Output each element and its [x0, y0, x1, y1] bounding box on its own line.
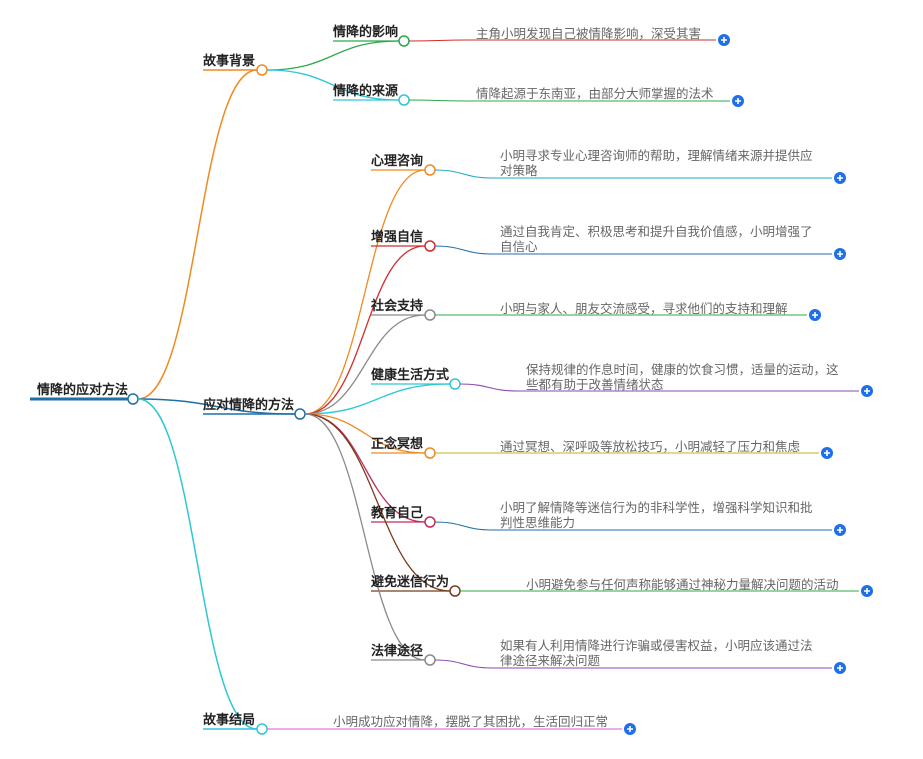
plus-circle-icon[interactable] [834, 172, 846, 184]
description-text[interactable]: 情降起源于东南亚，由部分大师掌握的法术 [476, 86, 714, 101]
child-node[interactable] [424, 164, 436, 176]
description-connector [434, 659, 493, 669]
plus-circle-icon[interactable] [809, 309, 821, 321]
description-text[interactable]: 小明成功应对情降，摆脱了其困扰，生活回归正常 [333, 714, 609, 729]
branch-connector [137, 69, 258, 400]
description-text[interactable]: 通过冥想、深呼吸等放松技巧，小明减轻了压力和焦虑 [500, 439, 801, 454]
plus-circle-icon[interactable] [718, 34, 730, 46]
child-connector [304, 383, 451, 415]
child-node[interactable] [424, 447, 436, 459]
description-text[interactable]: 判性思维能力 [500, 515, 576, 530]
child-node[interactable] [398, 94, 410, 106]
plus-circle-icon[interactable] [834, 524, 846, 536]
plus-circle-icon[interactable] [861, 585, 873, 597]
child-node[interactable] [424, 309, 436, 321]
branch-connector [137, 398, 258, 730]
child-connector [304, 413, 426, 661]
plus-circle-icon[interactable] [834, 662, 846, 674]
description-connector [434, 245, 493, 255]
child-topic[interactable]: 情降的影响 [333, 25, 399, 40]
description-connector [434, 169, 493, 179]
child-topic[interactable]: 情降的来源 [333, 84, 399, 99]
child-connector [266, 69, 400, 101]
child-topic[interactable]: 健康生活方式 [371, 368, 450, 383]
description-text[interactable]: 通过自我肯定、积极思考和提升自我价值感，小明增强了 [500, 224, 813, 239]
child-node[interactable] [424, 516, 436, 528]
child-connector [266, 40, 400, 71]
branch-topic[interactable]: 应对情降的方法 [203, 398, 295, 413]
description-text[interactable]: 小明寻求专业心理咨询师的帮助，理解情绪来源并提供应 [500, 148, 813, 163]
child-topic[interactable]: 增强自信 [371, 230, 424, 245]
child-topic[interactable]: 避免迷信行为 [371, 575, 450, 590]
description-connector [434, 521, 493, 531]
branch-node[interactable] [294, 408, 306, 420]
child-topic[interactable]: 社会支持 [371, 299, 424, 314]
description-text[interactable]: 小明与家人、朋友交流感受，寻求他们的支持和理解 [500, 301, 788, 316]
plus-circle-icon[interactable] [624, 723, 636, 735]
child-node[interactable] [449, 378, 461, 390]
child-topic[interactable]: 教育自己 [371, 506, 424, 521]
branch-node[interactable] [256, 64, 268, 76]
description-text[interactable]: 小明了解情降等迷信行为的非科学性，增强科学知识和批 [500, 500, 813, 515]
branch-topic[interactable]: 故事背景 [203, 54, 256, 69]
child-connector [304, 169, 426, 415]
branch-topic[interactable]: 故事结局 [203, 713, 256, 728]
root-topic[interactable]: 情降的应对方法 [37, 383, 129, 398]
description-connector [459, 383, 519, 392]
plus-circle-icon[interactable] [821, 447, 833, 459]
plus-circle-icon[interactable] [861, 385, 873, 397]
child-node[interactable] [424, 240, 436, 252]
child-node[interactable] [398, 35, 410, 47]
child-connector [304, 413, 451, 592]
description-text[interactable]: 小明避免参与任何声称能够通过神秘力量解决问题的活动 [526, 577, 839, 592]
branch-node[interactable] [256, 723, 268, 735]
description-connector [408, 99, 469, 102]
root-node[interactable] [127, 393, 139, 405]
plus-circle-icon[interactable] [834, 248, 846, 260]
child-node[interactable] [449, 585, 461, 597]
description-connector [408, 39, 469, 42]
description-text[interactable]: 律途径来解决问题 [500, 653, 601, 668]
description-text[interactable]: 如果有人利用情降进行诈骗或侵害权益，小明应该通过法 [500, 638, 813, 653]
child-topic[interactable]: 心理咨询 [371, 154, 424, 169]
description-text[interactable]: 对策略 [500, 163, 538, 178]
plus-circle-icon[interactable] [732, 95, 744, 107]
child-node[interactable] [424, 654, 436, 666]
child-topic[interactable]: 法律途径 [371, 644, 424, 659]
description-text[interactable]: 保持规律的作息时间，健康的饮食习惯，适量的运动，这 [526, 362, 839, 377]
child-connector [304, 314, 426, 415]
child-connector [304, 413, 426, 454]
description-text[interactable]: 些都有助于改善情绪状态 [526, 377, 664, 392]
description-text[interactable]: 自信心 [500, 239, 538, 254]
child-connector [304, 245, 426, 415]
child-topic[interactable]: 正念冥想 [371, 437, 424, 452]
description-text[interactable]: 主角小明发现自己被情降影响，深受其害 [476, 26, 702, 41]
